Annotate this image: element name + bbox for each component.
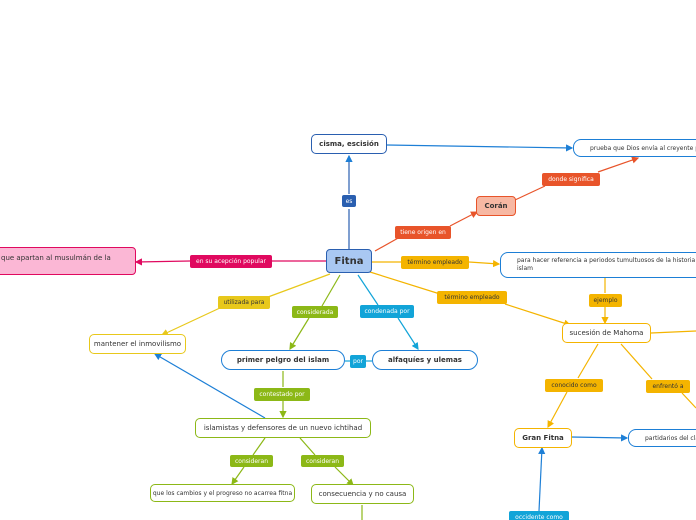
link-tiene-coran [449,211,479,227]
link-fitna-utilizada [267,273,331,298]
label-consideran-2[interactable]: consideran [301,455,344,467]
link-sucesion-right [650,330,696,334]
link-consideran1-cambios [231,466,245,485]
node-cisma[interactable]: cisma, escisión [311,134,387,154]
link-occidente-granfitna [538,446,546,512]
node-primer-peligro[interactable]: primer pelgro del islam [221,350,345,370]
label-termino-1[interactable]: término empleado [401,256,469,269]
label-condenada-por[interactable]: condenada por [360,305,414,318]
node-fitna[interactable]: Fitna [326,249,372,273]
link-enfrento-right [681,392,696,409]
label-es[interactable]: es [342,195,356,207]
link-termino2-sucesion [504,303,572,327]
link-sucesion-conocido [577,343,599,379]
node-islamistas[interactable]: islamistas y defensores de un nuevo icht… [195,418,371,438]
label-utilizada-para[interactable]: utilizada para [218,296,270,309]
label-ejemplo[interactable]: ejemplo [589,294,622,307]
link-islamistas-consideran1 [252,437,266,456]
label-enfrento-a[interactable]: enfrentó a [646,380,690,393]
link-fitna-termino2 [369,271,441,295]
node-partidarios[interactable]: partidarios del cla [628,429,696,447]
node-periodos[interactable]: para hacer referencia a periodos tumultu… [500,252,696,278]
link-utilizada-inmovilismo [160,306,223,336]
link-cisma-prueba [386,144,574,152]
link-granfitna-partidarios [570,434,629,442]
node-alfaquies[interactable]: alfaquíes y ulemas [372,350,478,370]
node-consecuencia[interactable]: consecuencia y no causa [311,484,414,504]
label-acepcion-popular[interactable]: en su acepción popular [190,255,272,268]
link-consideran2-consecuencia [334,466,354,486]
link-sucesion-enfrento [620,343,653,380]
link-fitna-condenada [357,274,379,306]
label-consideran-1[interactable]: consideran [230,455,273,467]
node-inmovilismo[interactable]: mantener el inmovilismo [89,334,186,354]
node-coran[interactable]: Corán [476,196,516,216]
label-tiene-origen[interactable]: tiene origen en [395,226,451,239]
node-prueba[interactable]: prueba que Dios envía al creyente para [573,139,696,157]
link-islamistas-consideran2 [299,437,316,456]
label-termino-2[interactable]: término empleado [437,291,507,304]
link-fitna-considerada [321,274,341,307]
link-donde-prueba [597,156,640,173]
link-coran-donde [514,185,546,201]
link-conocido-granfitna [547,391,568,429]
label-donde-significa[interactable]: donde significa [542,173,600,186]
link-fitna-tiene [374,236,401,252]
label-considerada[interactable]: considerada [292,306,338,318]
label-por[interactable]: por [350,355,366,368]
label-conocido-como[interactable]: conocido como [545,379,603,392]
node-cambios[interactable]: que los cambios y el progreso no acarrea… [150,484,295,502]
node-apartan[interactable]: que apartan al musulmán de la [0,247,136,275]
link-termino1-periodos [468,260,501,268]
link-condenada-alfaquies [397,317,419,351]
node-sucesion[interactable]: sucesión de Mahoma [562,323,651,343]
link-acepcion-apartan [134,258,191,266]
node-gran-fitna[interactable]: Gran Fitna [514,428,572,448]
label-occidente-como[interactable]: occidente como [509,511,569,520]
label-contestado-por[interactable]: contestado por [254,388,310,401]
link-islamistas-inmovilismo [153,353,266,419]
link-considerada-primer [289,317,310,351]
